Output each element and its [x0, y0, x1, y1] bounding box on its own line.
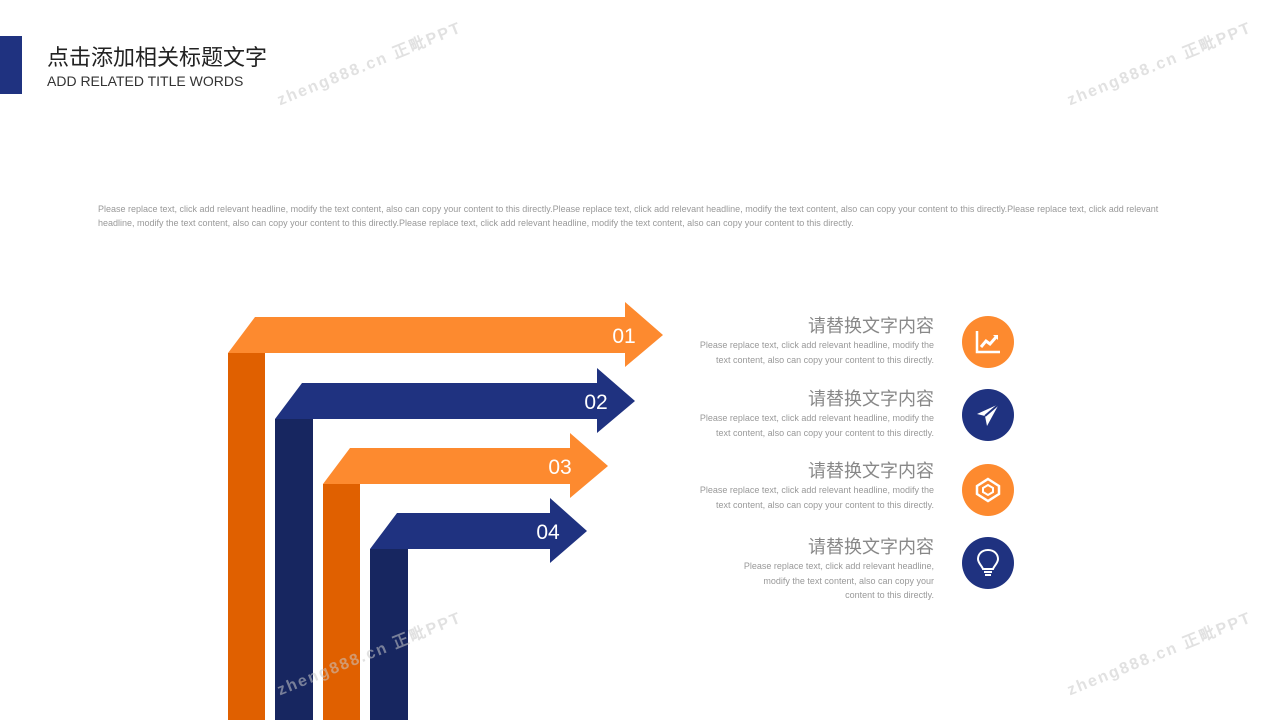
item-heading: 请替换文字内容	[808, 537, 934, 558]
item-text: Please replace text, click add relevant …	[699, 340, 934, 365]
lightbulb-icon	[962, 537, 1014, 589]
paper-plane-icon	[962, 389, 1014, 441]
item-heading: 请替换文字内容	[808, 461, 934, 482]
chart-line-icon	[962, 316, 1014, 368]
list-item: 请替换文字内容 Please replace text, click add r…	[734, 537, 934, 603]
arrow-01: 01	[228, 302, 663, 720]
list-item: 请替换文字内容 Please replace text, click add r…	[694, 316, 934, 367]
arrow-label: 04	[536, 521, 560, 544]
arrow-label: 03	[548, 456, 571, 479]
arrow-03: 03	[323, 433, 608, 720]
item-text: Please replace text, click add relevant …	[699, 485, 934, 510]
list-item: 请替换文字内容 Please replace text, click add r…	[694, 461, 934, 512]
item-heading: 请替换文字内容	[808, 389, 934, 410]
item-heading: 请替换文字内容	[808, 316, 934, 337]
intro-text: Please replace text, click add relevant …	[98, 204, 1159, 228]
item-text: Please replace text, click add relevant …	[743, 561, 934, 600]
arrow-02: 02	[275, 368, 635, 720]
item-text: Please replace text, click add relevant …	[699, 413, 934, 438]
arrow-04: 04	[370, 498, 587, 720]
list-item: 请替换文字内容 Please replace text, click add r…	[694, 389, 934, 440]
page-subtitle: ADD RELATED TITLE WORDS	[47, 73, 244, 89]
cube-icon	[962, 464, 1014, 516]
arrow-label: 02	[584, 391, 607, 414]
title-accent-bar	[0, 36, 22, 94]
arrow-label: 01	[612, 325, 635, 348]
page-title: 点击添加相关标题文字	[47, 46, 268, 71]
